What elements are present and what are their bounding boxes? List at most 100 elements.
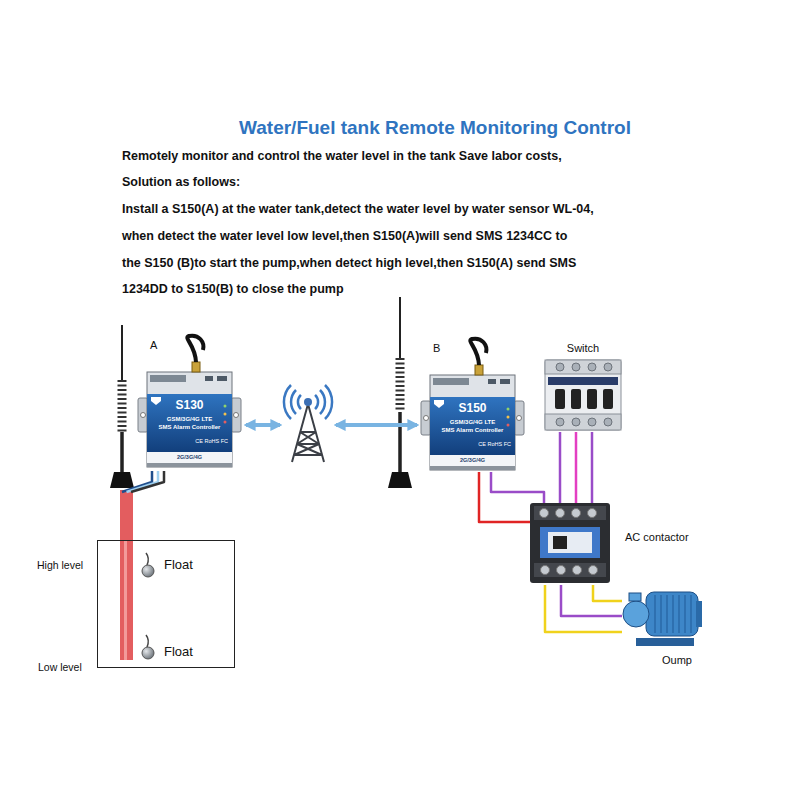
ac-contactor-body: [534, 563, 606, 577]
antenna-a: [110, 472, 134, 488]
circuit-breaker: [572, 363, 580, 371]
circuit-breaker: [555, 389, 565, 409]
wire: [131, 471, 164, 492]
wire: [561, 585, 622, 616]
circuit-breaker: [572, 418, 580, 426]
cert-marks: CE RoHS FC: [469, 441, 511, 448]
ac-contactor-body: [573, 566, 582, 575]
antenna-a: [120, 432, 124, 472]
product-text: SMS Alarm Controller: [147, 424, 232, 431]
controller-b-body: [421, 339, 524, 470]
wire: [559, 432, 562, 503]
controller-a-body: [138, 336, 241, 467]
wire-connector: [122, 471, 164, 540]
circuit-breaker: [571, 389, 581, 409]
description-line: 1234DD to S150(B) to close the pump: [122, 282, 344, 297]
antenna-b: [399, 297, 401, 358]
description-line: Remotely monitor and control the water l…: [122, 149, 562, 164]
water-pump-body: [655, 595, 691, 633]
wire: [545, 585, 622, 632]
wire: [591, 432, 594, 503]
model-name: S130: [147, 398, 232, 412]
water-pump-body: [636, 638, 694, 646]
ac-contactor-body: [556, 509, 565, 518]
circuit-breaker: [556, 363, 564, 371]
wire-connector: [545, 585, 622, 632]
antenna-b: [396, 358, 405, 412]
ac-contactor-body: [540, 509, 549, 518]
model-name: S150: [430, 401, 515, 415]
cell-tower: [304, 398, 312, 406]
float-switch: [142, 565, 154, 577]
wireless-link: [246, 425, 417, 426]
ac-contactor-body: [553, 536, 567, 549]
ac-contactor-body: [572, 509, 581, 518]
ac-contactor-body: [588, 509, 597, 518]
circuit-breaker: [588, 363, 596, 371]
ac-contactor-body: [541, 566, 550, 575]
part-label: Switch: [540, 342, 626, 355]
wire-connector: [479, 472, 544, 522]
part-label: AC contactor: [625, 531, 689, 544]
cert-marks: CE RoHS FC: [186, 438, 228, 445]
antenna-b: [388, 297, 412, 488]
ac-contactor-body: [530, 503, 610, 583]
circuit-breaker: [545, 360, 621, 430]
cell-tower: [284, 385, 332, 419]
float-switch: [146, 635, 148, 647]
part-label: Oump: [662, 654, 692, 667]
ac-contactor: AC contactor: [530, 503, 708, 585]
network-text: GSM/3G/4G LTE: [147, 416, 232, 423]
circuit-breaker: [587, 389, 597, 409]
device-letter: A: [150, 339, 157, 352]
diagram-title: Water/Fuel tank Remote Monitoring Contro…: [135, 117, 735, 140]
float-label: Float: [164, 557, 193, 573]
ac-contactor-body: [530, 503, 610, 583]
level-sensor: [120, 540, 133, 660]
cell-tower: [284, 385, 332, 462]
network-text: GSM/3G/4G LTE: [430, 419, 515, 426]
wireless-arrow: [336, 423, 417, 427]
pump: Oump: [622, 588, 706, 670]
level-label: High level: [37, 559, 83, 572]
circuit-breaker: [548, 377, 618, 385]
circuit-breaker: [604, 363, 612, 371]
antenna-b: [388, 472, 412, 488]
water-pump-body: [696, 601, 702, 627]
description-line: Solution as follows:: [122, 175, 240, 190]
circuit-breaker: [604, 418, 612, 426]
antenna-a: [110, 325, 134, 488]
antenna-b: [398, 412, 402, 472]
tank: FloatFloat: [97, 540, 235, 668]
controller-a: A S130GSM/3G/4G LTESMS Alarm ControllerCE…: [138, 335, 242, 471]
description-line: when detect the water level low level,th…: [122, 229, 567, 244]
product-text: SMS Alarm Controller: [430, 427, 515, 434]
circuit-breaker: [556, 418, 564, 426]
float-switch: [146, 553, 148, 565]
antenna-a: [121, 325, 123, 380]
level-sensor: [120, 540, 133, 660]
circuit-breaker: [603, 389, 613, 409]
float-switch: [142, 553, 154, 659]
switch: Switch: [540, 340, 629, 432]
antenna-a: [118, 380, 127, 432]
description-line: the S150 (B)to start the pump,when detec…: [122, 256, 576, 271]
wire: [575, 432, 578, 503]
circuit-breaker: [588, 418, 596, 426]
circuit-breaker: [545, 360, 621, 374]
controller-b: B S150GSM/3G/4G LTESMS Alarm ControllerCE…: [421, 338, 525, 472]
wireless-arrow: [246, 423, 280, 427]
description-line: Install a S150(A) at the water tank,dete…: [122, 202, 594, 217]
water-pump-body: [646, 592, 698, 636]
circuit-breaker: [545, 360, 621, 430]
device-letter: B: [433, 342, 440, 355]
float-label: Float: [164, 644, 193, 660]
water-pump-body: [629, 593, 641, 601]
ac-contactor-body: [540, 527, 600, 558]
ac-contactor-body: [589, 566, 598, 575]
wire: [479, 472, 530, 522]
water-pump-body: [623, 601, 649, 627]
wire-connector: [560, 432, 592, 503]
